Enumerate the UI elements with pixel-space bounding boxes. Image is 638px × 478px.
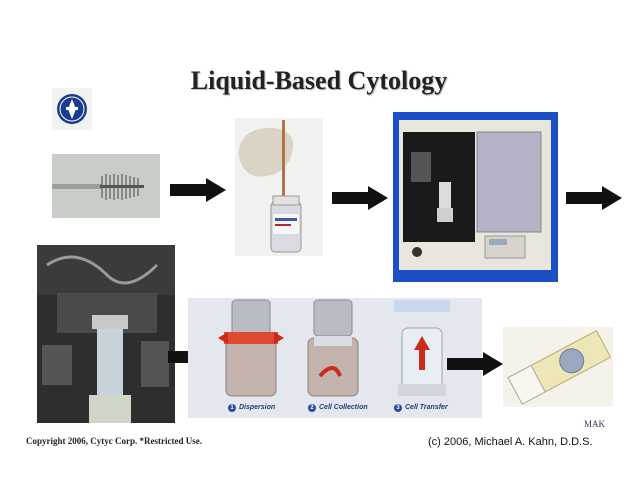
- author-credit: (c) 2006, Michael A. Kahn, D.D.S.: [428, 436, 593, 448]
- page-title: Liquid-Based Cytology: [190, 66, 448, 95]
- vial-hand-image: [235, 118, 323, 256]
- copyright-text: Copyright 2006, Cytyc Corp. *Restricted …: [26, 436, 202, 446]
- thinprep-processor-image: [393, 112, 558, 282]
- arrow-right-icon: [332, 186, 388, 210]
- step-number: 1: [228, 404, 236, 412]
- arrow-right-icon: [170, 178, 226, 202]
- arrow-right-icon: [447, 352, 503, 376]
- step-number: 3: [394, 404, 402, 412]
- logo: [52, 88, 92, 130]
- step-label-cell-transfer: Cell Transfer: [405, 404, 448, 411]
- step-label-cell-collection: Cell Collection: [319, 404, 368, 411]
- processor-interior-image: [37, 245, 175, 423]
- cytobrush-image: [52, 154, 160, 218]
- microscope-slide-image: [503, 327, 613, 407]
- step-number: 2: [308, 404, 316, 412]
- step-label-dispersion: Dispersion: [239, 404, 276, 411]
- author-mark: MAK: [584, 419, 606, 429]
- arrow-right-icon: [566, 186, 622, 210]
